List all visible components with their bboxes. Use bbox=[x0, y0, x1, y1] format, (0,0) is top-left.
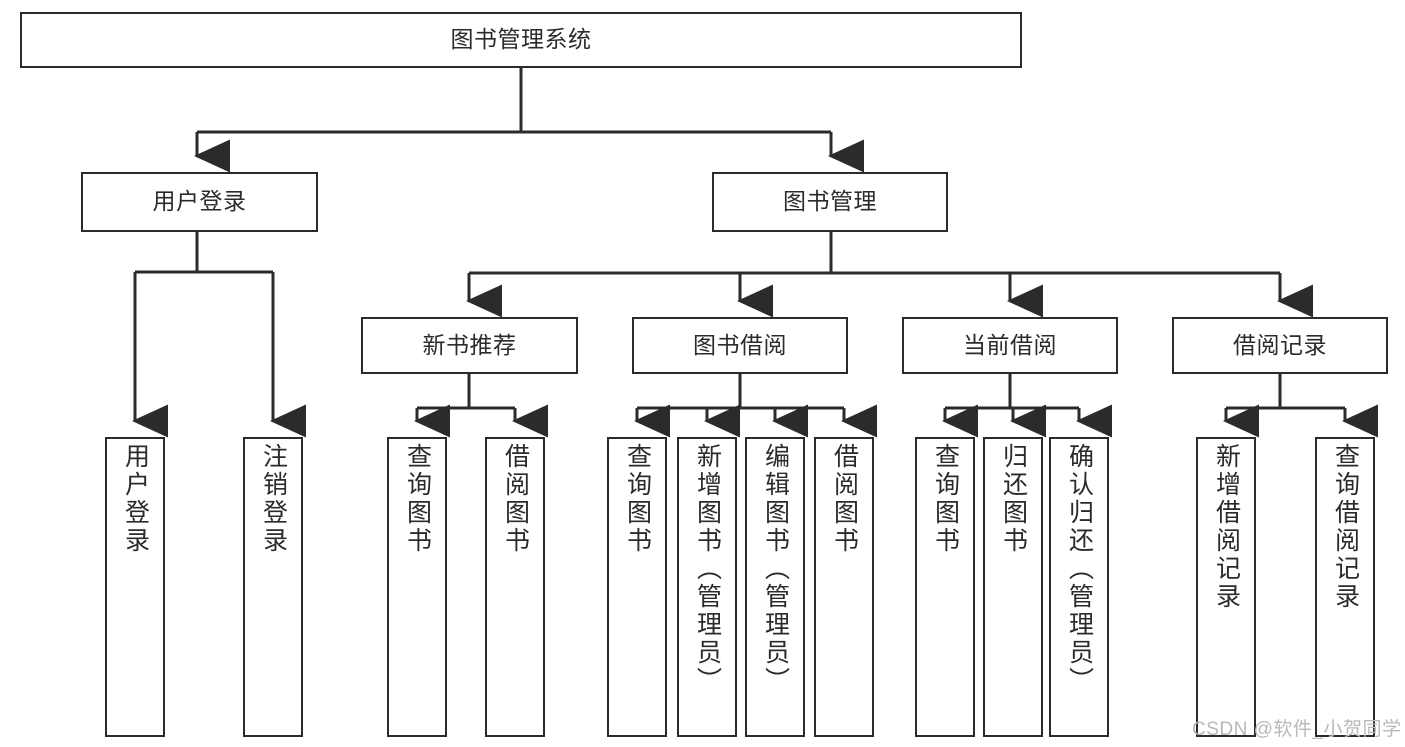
leaf-user-login-label: 用户登录 bbox=[121, 443, 150, 555]
node-book-management-label: 图书管理 bbox=[783, 188, 877, 215]
leaf-query-borrow-record[interactable]: 查询借阅记录 bbox=[1315, 437, 1375, 737]
node-root-label: 图书管理系统 bbox=[450, 26, 592, 53]
leaf-add-book-admin-label: 新增图书（管理员） bbox=[693, 443, 722, 695]
leaf-borrow-books-recommend-label: 借阅图书 bbox=[501, 443, 530, 555]
csdn-watermark: CSDN @软件_小贺同学 bbox=[1192, 719, 1402, 740]
node-user-login[interactable]: 用户登录 bbox=[81, 172, 318, 232]
leaf-user-login[interactable]: 用户登录 bbox=[105, 437, 165, 737]
leaf-return-book[interactable]: 归还图书 bbox=[983, 437, 1043, 737]
leaf-add-book-admin[interactable]: 新增图书（管理员） bbox=[677, 437, 737, 737]
leaf-logout[interactable]: 注销登录 bbox=[243, 437, 303, 737]
leaf-add-borrow-record-label: 新增借阅记录 bbox=[1212, 443, 1241, 611]
leaf-confirm-return-admin[interactable]: 确认归还（管理员） bbox=[1049, 437, 1109, 737]
leaf-query-books-current[interactable]: 查询图书 bbox=[915, 437, 975, 737]
leaf-confirm-return-admin-label: 确认归还（管理员） bbox=[1065, 443, 1094, 695]
node-borrow-record-label: 借阅记录 bbox=[1233, 331, 1327, 358]
leaf-query-books-recommend[interactable]: 查询图书 bbox=[387, 437, 447, 737]
leaf-borrow-book-label: 借阅图书 bbox=[830, 443, 859, 555]
node-user-login-label: 用户登录 bbox=[152, 188, 247, 215]
leaf-borrow-books-recommend[interactable]: 借阅图书 bbox=[485, 437, 545, 737]
leaf-logout-label: 注销登录 bbox=[259, 443, 288, 555]
node-book-management[interactable]: 图书管理 bbox=[712, 172, 948, 232]
leaf-return-book-label: 归还图书 bbox=[999, 443, 1028, 555]
leaf-query-books-borrow[interactable]: 查询图书 bbox=[607, 437, 667, 737]
node-new-book-recommend-label: 新书推荐 bbox=[422, 331, 517, 358]
node-current-borrow-label: 当前借阅 bbox=[963, 331, 1057, 358]
node-root[interactable]: 图书管理系统 bbox=[20, 12, 1022, 68]
node-new-book-recommend[interactable]: 新书推荐 bbox=[361, 317, 578, 374]
node-borrow-record[interactable]: 借阅记录 bbox=[1172, 317, 1388, 374]
node-book-borrow-label: 图书借阅 bbox=[693, 331, 787, 358]
leaf-query-books-current-label: 查询图书 bbox=[931, 443, 960, 555]
leaf-edit-book-admin-label: 编辑图书（管理员） bbox=[761, 443, 790, 695]
leaf-query-books-borrow-label: 查询图书 bbox=[623, 443, 652, 555]
leaf-query-books-recommend-label: 查询图书 bbox=[403, 443, 432, 555]
leaf-add-borrow-record[interactable]: 新增借阅记录 bbox=[1196, 437, 1256, 737]
leaf-query-borrow-record-label: 查询借阅记录 bbox=[1331, 443, 1360, 611]
leaf-borrow-book[interactable]: 借阅图书 bbox=[814, 437, 874, 737]
node-book-borrow[interactable]: 图书借阅 bbox=[632, 317, 848, 374]
node-current-borrow[interactable]: 当前借阅 bbox=[902, 317, 1118, 374]
leaf-edit-book-admin[interactable]: 编辑图书（管理员） bbox=[745, 437, 805, 737]
